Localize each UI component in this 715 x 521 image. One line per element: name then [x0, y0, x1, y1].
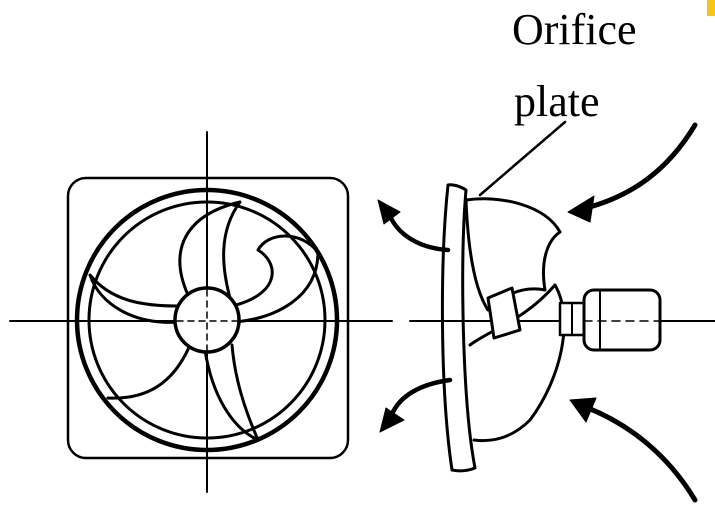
- motor-body: [582, 288, 662, 352]
- orifice-plate: [440, 183, 477, 473]
- front-view: [9, 131, 393, 493]
- label-leader-line: [478, 120, 567, 197]
- fan-blade-lower-left: [106, 343, 192, 400]
- corner-accent-mark: [707, 0, 715, 16]
- fan-blade-right: [234, 234, 320, 324]
- inner-ring: [87, 200, 327, 440]
- hub: [173, 286, 241, 354]
- outflow-arrow-upper-head: [377, 199, 401, 225]
- side-hub: [486, 286, 522, 340]
- housing-square: [66, 176, 350, 460]
- outflow-arrow-lower-head: [379, 407, 405, 433]
- inflow-arrow-upper-head: [567, 195, 595, 223]
- fan-blade-top: [178, 200, 242, 300]
- fan-blade-bottom: [203, 343, 260, 442]
- inflow-arrow-lower-curve: [585, 405, 698, 503]
- airflow-arrows: [377, 122, 698, 503]
- label-plate: plate: [514, 77, 600, 126]
- inflow-arrow-lower-head: [569, 397, 597, 423]
- side-view: [409, 120, 715, 473]
- outflow-arrow-lower-curve: [389, 377, 453, 417]
- side-blade-upper: [464, 197, 562, 312]
- fan-blade-left: [88, 273, 180, 324]
- inflow-arrow-upper-curve: [583, 122, 698, 211]
- outer-ring: [74, 187, 340, 453]
- label-orifice: Orifice: [512, 5, 637, 54]
- outflow-arrow-upper-curve: [387, 213, 451, 253]
